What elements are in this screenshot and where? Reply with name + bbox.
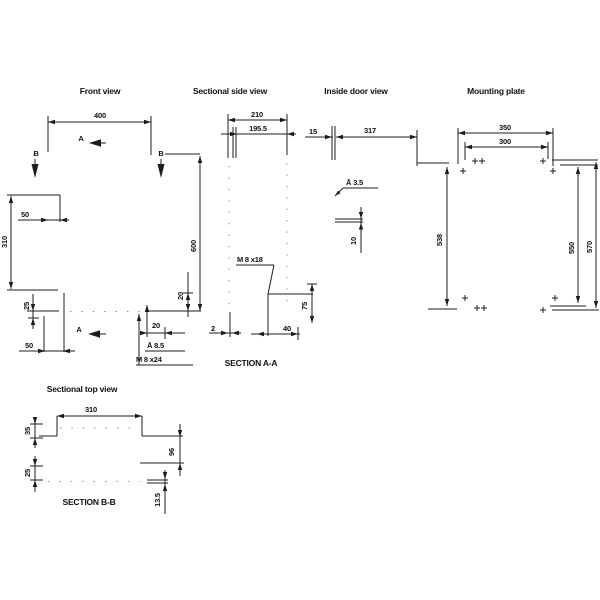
dim-350-label: 350 [499,123,511,132]
dim-15-label: 15 [309,127,317,136]
top-view-arrowheads [32,413,183,491]
door-view-lines [305,126,457,310]
hole-diameter-callout: Ā 8.5 [147,341,164,350]
plate-view-title: Mounting plate [467,86,525,96]
dim-10-label: 10 [349,237,358,245]
section-b-arrow-left [31,164,39,178]
thread-callout-front: M 8 x24 [136,355,163,364]
front-view: Front view 400 A B B 600 310 50 25 50 A … [0,86,203,366]
section-b-mark-right: B [158,149,164,158]
plate-view-lines [457,128,599,311]
dim-317-label: 317 [364,126,376,135]
mounting-plate-view: Mounting plate 350 300 550 570 [457,86,599,313]
section-b-arrow-right [157,164,165,178]
dim-40-label: 40 [283,324,291,333]
dim-600-label: 600 [189,240,198,252]
inside-door-view: Inside door view 15 317 Ā 3.5 10 538 [305,86,457,310]
dim-2-label: 2 [211,324,215,333]
dim-570-label: 570 [585,241,594,253]
section-b-b-label: SECTION B-B [62,497,115,507]
section-a-arrow-bottom [88,330,100,338]
dim-310-label: 310 [0,236,9,248]
dim-75-label: 75 [300,302,309,310]
mounting-hole-markers [460,158,558,313]
side-view-title: Sectional side view [193,86,268,96]
section-a-arrow-top [89,139,101,147]
door-view-arrowheads [325,134,450,306]
section-a-a-label: SECTION A-A [225,358,278,368]
plate-view-arrowheads [458,130,599,308]
dim-538-label: 538 [435,234,444,246]
dim-20-horizontal-label: 20 [152,321,160,330]
dim-310-top-label: 310 [85,405,97,414]
section-a-mark-top: A [78,134,84,143]
dim-300-label: 300 [499,137,511,146]
dim-50-top-label: 50 [21,210,29,219]
dim-400-label: 400 [94,111,106,120]
dim-25-top-label: 25 [23,469,32,477]
section-b-mark-left: B [33,149,39,158]
dim-210-label: 210 [251,110,263,119]
dim-20-vertical-label: 20 [176,292,185,300]
section-a-mark-bottom: A [76,325,82,334]
dim-13-5-label: 13.5 [153,493,162,507]
dim-25-label: 25 [22,302,31,310]
side-view-hidden-lines [228,163,288,308]
door-view-title: Inside door view [324,86,388,96]
door-hole-diameter-callout: Ā 3.5 [346,178,363,187]
dim-550-label: 550 [567,242,576,254]
dim-35-label: 35 [23,427,32,435]
dim-96-label: 96 [167,448,176,456]
top-view-lines [30,415,184,514]
thread-callout-side: M 8 x18 [237,255,263,264]
dim-195-label: 195.5 [249,124,267,133]
top-view-title: Sectional top view [47,384,118,394]
front-view-title: Front view [80,86,121,96]
sectional-side-view: Sectional side view 210 195.5 M 8 x18 75… [193,86,317,368]
sectional-top-view: Sectional top view 310 35 96 25 13.5 SEC… [23,384,184,514]
top-view-hidden-lines [48,427,140,482]
dim-50-bottom-label: 50 [25,341,33,350]
